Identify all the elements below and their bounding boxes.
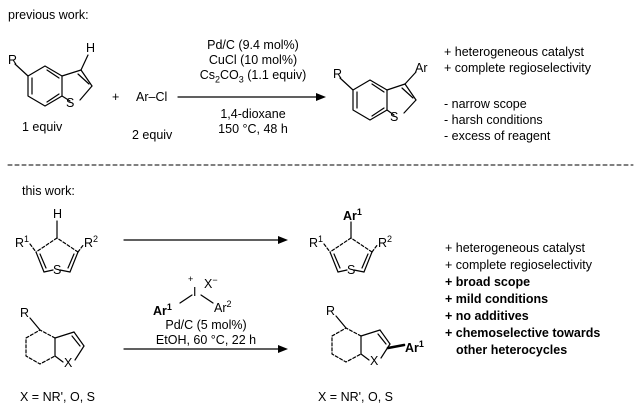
current-condition-solvent: EtOH, 60 °C, 22 h	[155, 333, 257, 347]
current-note-6: + chemoselective towards	[445, 326, 601, 340]
thiophene-s-label: S	[53, 263, 62, 277]
thiophene-r2-label: R2	[84, 232, 98, 250]
condition-solvent: 1,4-dioxane	[220, 107, 286, 121]
reagent-ar2: Ar2	[214, 297, 232, 315]
bicyclic-product-r-label: R	[326, 304, 336, 318]
anion-letter: X	[204, 277, 213, 292]
bicyclic-product	[331, 315, 406, 363]
product-r1-superscript: 1	[318, 234, 324, 244]
reagent-ar2-letters: Ar	[214, 301, 227, 316]
condition-base: Cs2CO3 (1.1 equiv)	[178, 68, 328, 87]
r1-letter: R	[15, 236, 25, 251]
reagent-ar1-letters: Ar	[153, 304, 167, 319]
current-condition-catalyst: Pd/C (5 mol%)	[165, 318, 247, 332]
substrate-equiv: 1 equiv	[22, 120, 63, 134]
condition-cocatalyst: CuCl (10 mol%)	[208, 53, 298, 67]
current-note-2: + complete regioselectivity	[445, 258, 592, 272]
reagent-ar1: Ar1	[153, 300, 172, 318]
reagent-ar2-superscript: 2	[226, 299, 232, 309]
this-work-header: this work:	[22, 184, 75, 198]
previous-note-4: - harsh conditions	[444, 113, 543, 127]
product-ar-label: Ar	[415, 61, 428, 75]
anion-charge: −	[212, 275, 218, 285]
current-note-1: + heterogeneous catalyst	[445, 241, 586, 255]
bicyclic-product-x-label: X	[370, 354, 379, 368]
reagent-ar1-superscript: 1	[166, 302, 172, 312]
previous-note-2: + complete regioselectivity	[444, 61, 591, 75]
current-note-4: + mild conditions	[445, 292, 549, 306]
thiophene-product	[323, 221, 379, 273]
substrate-s-label: S	[66, 96, 75, 110]
plus-sign: +	[112, 90, 120, 104]
diaryliodonium-bonds	[179, 294, 214, 304]
current-note-3: + broad scope	[445, 275, 531, 289]
previous-note-5: - excess of reagent	[444, 129, 551, 143]
product-r2-superscript: 2	[387, 234, 393, 244]
thiophene-r1-label: R1	[15, 232, 29, 250]
bicyclic-substrate	[25, 317, 85, 365]
bicyclic-product-x-definition: X = NR', O, S	[318, 390, 393, 404]
condition-temperature: 150 °C, 48 h	[218, 122, 288, 136]
condition-catalyst: Pd/C (9.4 mol%)	[207, 38, 299, 52]
previous-note-1: + heterogeneous catalyst	[444, 45, 585, 59]
r2-superscript: 2	[93, 234, 99, 244]
thiophene-product-ar1: Ar1	[343, 205, 362, 223]
thiophene-product-r1: R1	[309, 232, 323, 250]
base-mid: CO	[220, 68, 239, 82]
r1-superscript: 1	[24, 234, 30, 244]
base-prefix: Cs	[199, 68, 215, 82]
iodonium-anion: X−	[204, 273, 218, 291]
iodine-atom: I	[193, 285, 197, 299]
ar1-letters: Ar	[343, 209, 357, 224]
base-sub-1: 2	[214, 74, 220, 85]
bicyclic-r-label: R	[20, 306, 30, 320]
benzothiophene-substrate	[14, 54, 93, 107]
benzothiophene-product	[339, 71, 417, 121]
bicyclic-product-ar1: Ar1	[405, 337, 424, 355]
thiophene-substrate	[29, 220, 85, 273]
reagent-arcl: Ar–Cl	[136, 90, 168, 104]
bicyclic-x-definition: X = NR', O, S	[20, 390, 95, 404]
iodonium-charge: +	[188, 274, 194, 284]
previous-work-header: previous work:	[8, 8, 89, 22]
product-r1-letter: R	[309, 236, 319, 251]
product-r2-letter: R	[378, 236, 388, 251]
bicyclic-x-label: X	[64, 356, 73, 370]
r2-letter: R	[84, 236, 94, 251]
thiophene-product-s: S	[347, 263, 356, 277]
product-s-label: S	[390, 110, 399, 124]
ar1-superscript: 1	[356, 207, 362, 217]
bicyclic-product-ar1-letters: Ar	[405, 341, 419, 356]
current-note-5: + no additives	[445, 309, 529, 323]
bicyclic-product-ar1-superscript: 1	[418, 339, 424, 349]
thiophene-product-r2: R2	[378, 232, 392, 250]
base-sub-2: 3	[238, 74, 244, 85]
current-note-7: other heterocycles	[456, 343, 568, 357]
thiophene-h-label: H	[53, 207, 63, 221]
substrate-h-label: H	[86, 41, 96, 55]
substrate-r-label: R	[8, 53, 18, 67]
base-suffix: (1.1 equiv)	[243, 68, 307, 82]
previous-note-3: - narrow scope	[444, 97, 527, 111]
reagent-equiv: 2 equiv	[132, 128, 173, 142]
product-r-label: R	[333, 67, 343, 81]
